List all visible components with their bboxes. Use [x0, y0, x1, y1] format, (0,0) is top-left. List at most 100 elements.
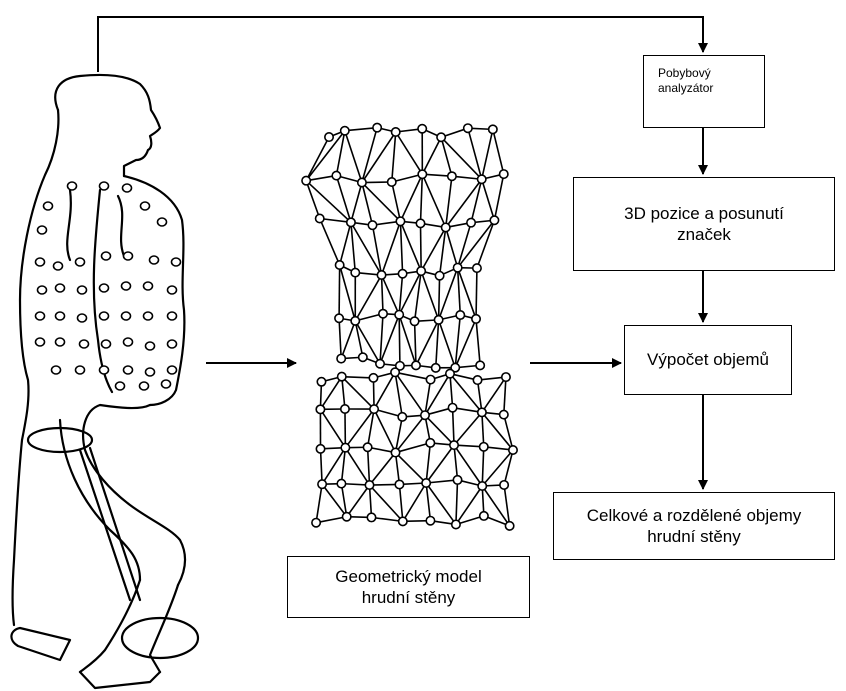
mesh-edge [453, 444, 483, 487]
body-marker [66, 181, 78, 191]
mesh-edge [338, 264, 341, 319]
mesh-edge [481, 485, 511, 527]
mesh-node [397, 268, 408, 279]
mesh-edge [338, 222, 352, 266]
mesh-node [368, 372, 379, 383]
body-marker [142, 281, 154, 291]
mesh-node [504, 520, 515, 531]
mesh-node [390, 367, 401, 378]
mesh-edge [361, 182, 374, 226]
mesh-node [394, 479, 405, 490]
body-marker [36, 285, 48, 295]
mesh-node [471, 313, 482, 324]
mesh-edge [340, 320, 357, 359]
mesh-node [350, 267, 361, 278]
body-marker [98, 311, 110, 321]
mesh-edge [475, 268, 478, 319]
mesh-edge [321, 483, 348, 518]
mesh-edge [344, 130, 363, 183]
mesh-edge [361, 181, 402, 222]
body-marker [98, 181, 110, 191]
mesh-edge [424, 414, 455, 446]
mesh-edge [341, 376, 375, 410]
mesh-edge [437, 267, 459, 321]
body-marker [122, 365, 134, 375]
mesh-edge [425, 482, 457, 525]
volume-calc-label: Výpočet objemů [647, 350, 769, 370]
mesh-edge [368, 452, 397, 486]
body-marker [166, 339, 178, 349]
mesh-edge [415, 319, 440, 366]
mesh-node [356, 177, 367, 188]
mesh-edge [394, 371, 431, 381]
mesh-edge [476, 219, 496, 269]
mesh-node [478, 510, 489, 521]
body-marker [52, 261, 64, 271]
mesh-edge [350, 182, 363, 223]
mesh-edge [419, 174, 424, 224]
mesh-node [345, 217, 356, 228]
body-marker [170, 257, 182, 267]
mesh-edge [453, 411, 483, 446]
mesh-edge [394, 416, 404, 453]
mesh-edge [305, 180, 321, 219]
body-marker [142, 311, 154, 321]
mesh-edge [481, 446, 485, 487]
mesh-edge [315, 484, 323, 523]
mesh-edge [340, 376, 346, 410]
mesh-edge [372, 377, 375, 410]
mesh-edge [361, 131, 397, 183]
mesh-edge [318, 218, 341, 266]
mesh-node [395, 216, 406, 227]
mesh-node [476, 407, 487, 418]
mesh-edge [344, 408, 375, 449]
mesh-edge [481, 411, 514, 451]
mesh-edge [402, 482, 427, 522]
mesh-edge [398, 314, 401, 366]
subject-figure [10, 73, 200, 690]
mesh-node [444, 368, 455, 379]
total-volumes-box: Celkové a rozdělené objemy hrudní stěny [553, 492, 835, 560]
stool-seat [26, 426, 94, 454]
mesh-edge [305, 136, 330, 182]
mesh-node [440, 222, 451, 233]
body-marker [156, 217, 168, 227]
mesh-node [476, 174, 487, 185]
mesh-edge [398, 314, 417, 366]
mesh-node [425, 374, 436, 385]
mesh-edge [481, 376, 507, 413]
mesh-edge [421, 136, 442, 175]
mesh-node [446, 171, 457, 182]
mesh-edge [319, 217, 352, 224]
mesh-node [394, 309, 405, 320]
foot-outline [78, 670, 162, 690]
mesh-node [449, 440, 460, 451]
mesh-edge [371, 225, 383, 276]
mesh-edge [391, 173, 423, 183]
motion-analyzer-label: Pobybový analyzátor [658, 66, 714, 95]
mesh-node [409, 316, 420, 327]
mesh-node [507, 445, 518, 456]
mesh-edge [373, 408, 397, 453]
mesh-edge [399, 221, 404, 274]
body-marker [166, 311, 178, 321]
mesh-node [336, 353, 347, 364]
chest-wall-mesh [301, 122, 518, 531]
body-marker [76, 285, 88, 295]
mesh-node [394, 360, 405, 371]
body-marker [100, 339, 112, 349]
mesh-edge [395, 131, 424, 175]
mesh-edge [346, 484, 371, 518]
body-marker [139, 201, 151, 211]
body-marker [74, 365, 86, 375]
mesh-edge [354, 320, 381, 365]
mesh-edge [456, 267, 462, 316]
mesh-edge [434, 319, 440, 368]
body-marker [138, 381, 150, 391]
mesh-node [372, 122, 383, 133]
body-marker [160, 379, 172, 389]
body-marker [120, 281, 132, 291]
head-outline [54, 73, 162, 178]
mesh-node [450, 519, 461, 530]
mesh-edge [424, 379, 432, 416]
